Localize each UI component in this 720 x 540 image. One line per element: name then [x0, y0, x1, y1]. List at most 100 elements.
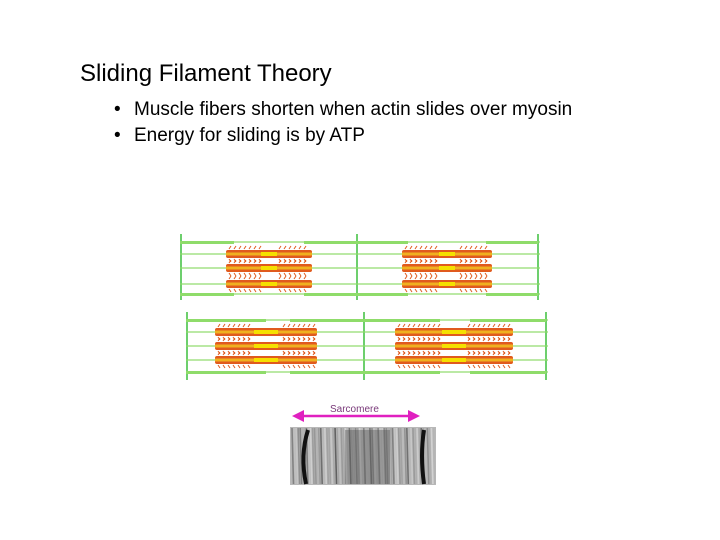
cross-bridge — [419, 275, 423, 280]
cross-bridge — [287, 364, 291, 369]
bare-zone — [439, 282, 455, 286]
micrograph-striation — [344, 427, 348, 485]
cross-bridge — [397, 336, 401, 341]
cross-bridge — [434, 288, 438, 293]
cross-bridge — [258, 245, 262, 250]
cross-bridge — [397, 337, 401, 342]
cross-bridge — [502, 337, 506, 342]
micrograph-z-line — [301, 429, 310, 485]
cross-bridge — [217, 337, 221, 342]
cross-bridge — [414, 275, 418, 280]
cross-bridge — [472, 351, 476, 356]
cross-bridge — [228, 258, 232, 263]
cross-bridge — [278, 259, 282, 264]
micrograph-striation — [403, 427, 408, 485]
micrograph-striation — [354, 427, 358, 485]
micrograph-striation — [291, 427, 295, 485]
bullet-list: • Muscle fibers shorten when actin slide… — [114, 98, 604, 150]
micrograph-striation — [336, 427, 340, 485]
cross-bridge — [222, 337, 226, 342]
cross-bridge — [404, 259, 408, 264]
cross-bridge — [227, 336, 231, 341]
cross-bridge — [469, 258, 473, 263]
sarcomere-micrograph — [290, 427, 436, 485]
cross-bridge — [432, 337, 436, 342]
micrograph-striation — [328, 427, 332, 485]
cross-bridge — [282, 364, 286, 369]
cross-bridge — [479, 288, 483, 293]
cross-bridge — [409, 258, 413, 263]
cross-bridge — [297, 323, 301, 328]
cross-bridge — [303, 275, 307, 280]
micrograph-striation — [383, 427, 387, 485]
cross-bridge — [297, 336, 301, 341]
cross-bridge — [424, 259, 428, 264]
cross-bridge — [434, 259, 438, 264]
cross-bridge — [424, 272, 428, 277]
cross-bridge — [237, 351, 241, 356]
sarcomere-length-arrow — [292, 410, 420, 422]
cross-bridge — [243, 259, 247, 264]
cross-bridge — [477, 351, 481, 356]
cross-bridge — [477, 323, 481, 328]
cross-bridge — [409, 259, 413, 264]
cross-bridge — [414, 245, 418, 250]
cross-bridge — [472, 350, 476, 355]
cross-bridge — [233, 275, 237, 280]
micrograph-striation — [360, 427, 364, 485]
cross-bridge — [427, 364, 431, 369]
cross-bridge — [459, 258, 463, 263]
cross-bridge — [464, 259, 468, 264]
bullet-item: • Energy for sliding is by ATP — [114, 124, 604, 148]
cross-bridge — [472, 336, 476, 341]
cross-bridge — [222, 350, 226, 355]
cross-bridge — [307, 351, 311, 356]
bare-zone — [439, 252, 455, 256]
micrograph-striation — [348, 427, 352, 485]
cross-bridge — [464, 288, 468, 293]
cross-bridge — [419, 245, 423, 250]
cross-bridge — [407, 351, 411, 356]
cross-bridge — [222, 364, 226, 369]
cross-bridge — [414, 258, 418, 263]
cross-bridge — [429, 288, 433, 293]
cross-bridge — [293, 288, 297, 293]
micrograph-striation — [309, 427, 313, 485]
cross-bridge — [464, 245, 468, 250]
micrograph-striation — [406, 427, 410, 485]
arrow-head-left — [292, 410, 304, 422]
cross-bridge — [237, 364, 241, 369]
cross-bridge — [427, 337, 431, 342]
cross-bridge — [228, 275, 232, 280]
cross-bridge — [298, 272, 302, 277]
cross-bridge — [242, 337, 246, 342]
cross-bridge — [464, 272, 468, 277]
cross-bridge — [404, 275, 408, 280]
contracted-sarcomere-diagram — [186, 312, 548, 380]
cross-bridge — [482, 364, 486, 369]
cross-bridge — [283, 272, 287, 277]
cross-bridge — [253, 259, 257, 264]
cross-bridge — [432, 364, 436, 369]
cross-bridge — [427, 323, 431, 328]
cross-bridge — [464, 258, 468, 263]
cross-bridge — [474, 272, 478, 277]
cross-bridge — [407, 364, 411, 369]
bare-zone — [254, 330, 278, 334]
cross-bridge — [292, 337, 296, 342]
cross-bridge — [228, 272, 232, 277]
cross-bridge — [312, 364, 316, 369]
cross-bridge — [479, 258, 483, 263]
cross-bridge — [278, 245, 282, 250]
micrograph-striation — [412, 427, 416, 485]
cross-bridge — [487, 364, 491, 369]
micrograph-z-line — [420, 429, 426, 485]
cross-bridge — [402, 351, 406, 356]
cross-bridge — [238, 258, 242, 263]
micrograph-striation — [379, 427, 383, 485]
cross-bridge — [482, 350, 486, 355]
cross-bridge — [237, 337, 241, 342]
cross-bridge — [297, 364, 301, 369]
actin-band — [186, 371, 266, 374]
cross-bridge — [258, 258, 262, 263]
